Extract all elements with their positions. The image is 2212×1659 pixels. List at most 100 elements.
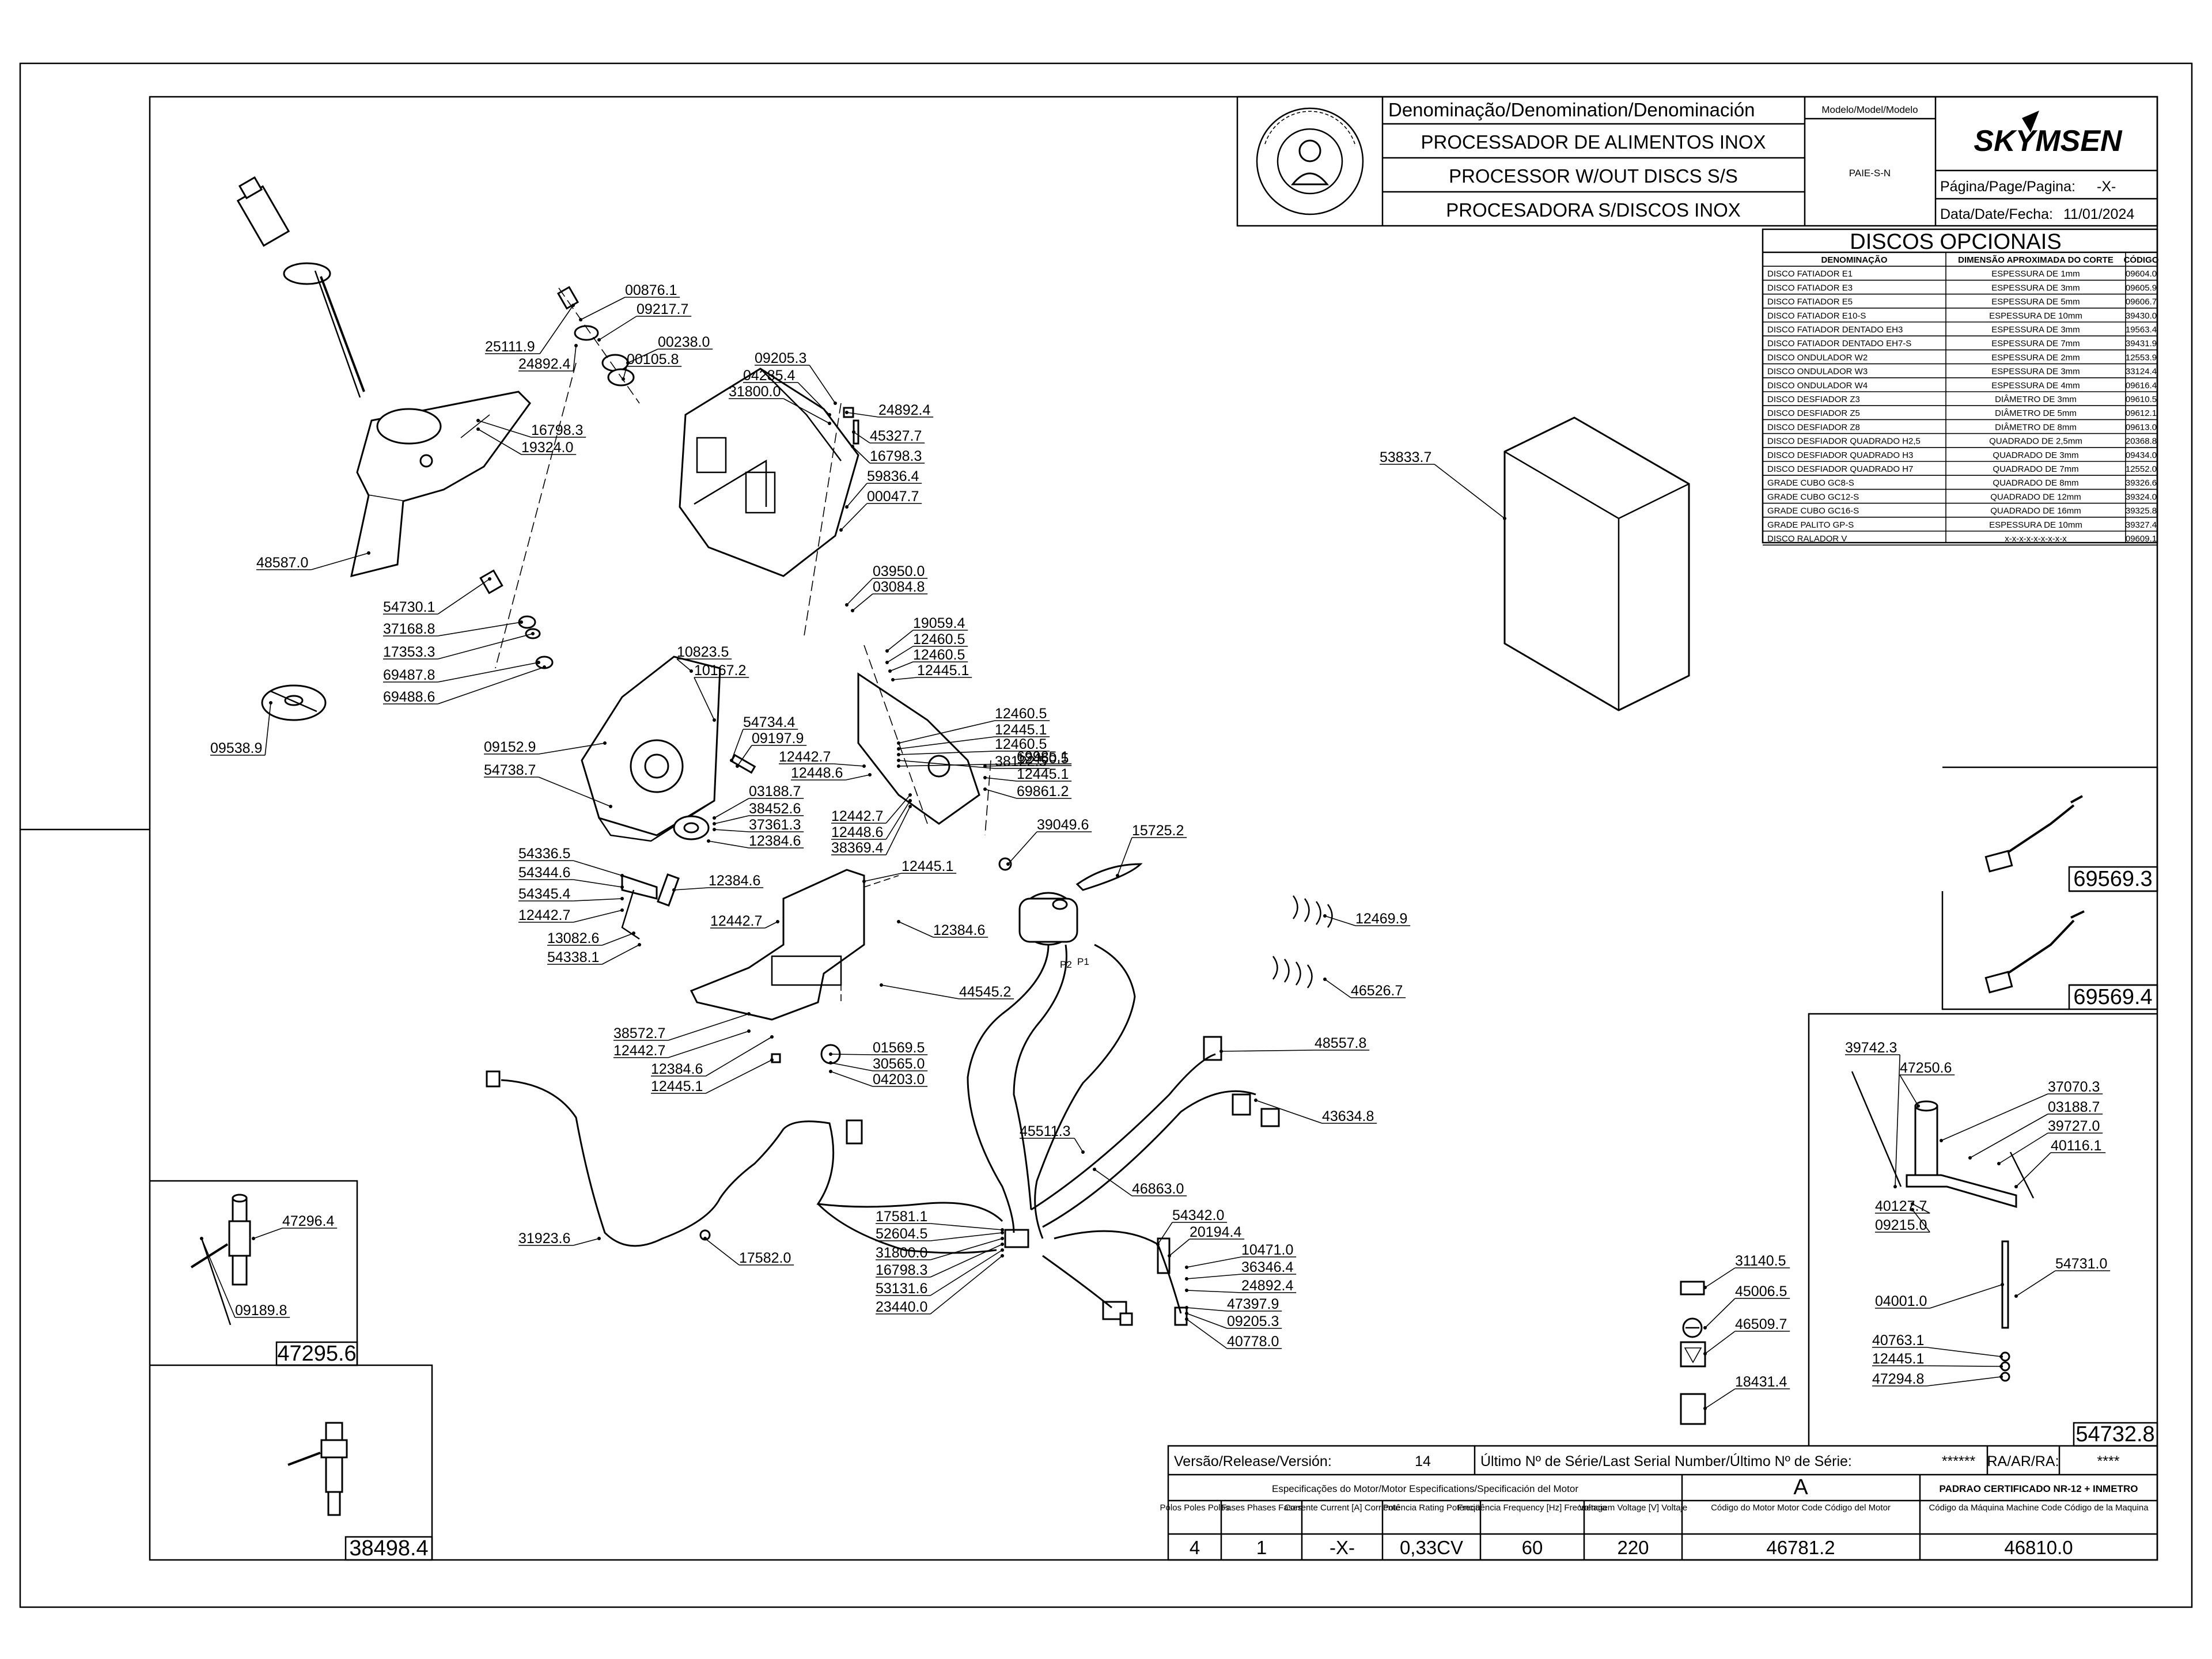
callout-dot xyxy=(747,1029,751,1033)
callout-dot xyxy=(736,764,739,768)
part-number-label: 53833.7 xyxy=(1380,449,1431,465)
callout-leader xyxy=(885,800,911,840)
part-callout: 12442.7 xyxy=(831,793,912,824)
callout-dot xyxy=(1185,1266,1188,1269)
callout-dot xyxy=(829,1052,832,1056)
part-callout: 09217.7 xyxy=(597,301,692,342)
callout-dot xyxy=(1116,874,1119,877)
part-callout: 38122.5 xyxy=(897,753,1050,770)
part-callout: 47296.4 xyxy=(252,1213,338,1240)
callout-dot xyxy=(845,411,849,414)
ra-label: RA/AR/RA: xyxy=(1987,1453,2059,1469)
part-number-label: 47250.6 xyxy=(1900,1060,1952,1076)
callout-dot xyxy=(1168,1254,1171,1257)
part-number-label: 01569.5 xyxy=(873,1040,925,1056)
part-number-label: 69861.2 xyxy=(1017,783,1069,800)
part-callout: 09152.9 xyxy=(484,739,607,755)
disc-header-2: CÓDIGO xyxy=(2124,255,2159,265)
callout-leader xyxy=(846,578,873,605)
part-callout: 69861.2 xyxy=(983,783,1072,800)
callout-dot xyxy=(597,338,601,342)
callout-leader xyxy=(863,873,902,882)
part-callout: 48557.8 xyxy=(1219,1035,1370,1053)
callout-dot xyxy=(622,377,625,381)
callout-leader xyxy=(1186,1256,1242,1268)
part-callout: 09215.0 xyxy=(1875,1208,1930,1233)
callout-leader xyxy=(705,1059,772,1094)
part-callout: 17581.1 xyxy=(876,1209,1004,1232)
callout-leader xyxy=(538,777,611,807)
part-callout: 10823.5 xyxy=(676,644,732,673)
callout-dot xyxy=(897,759,900,762)
part-callout: 01569.5 xyxy=(829,1040,928,1056)
callout-leader xyxy=(714,829,749,832)
part-callout: 54336.5 xyxy=(518,846,624,877)
page-value: -X- xyxy=(2097,179,2116,195)
part-callout: 52604.5 xyxy=(876,1226,1004,1242)
callout-leader xyxy=(1899,1074,1919,1107)
disc-dimension: QUADRADO DE 8mm xyxy=(1993,478,2078,488)
part-callouts: 00876.109217.725111.924892.400238.000105… xyxy=(200,282,2111,1410)
callout-leader xyxy=(930,1244,1003,1278)
callout-leader xyxy=(892,677,918,680)
callout-leader xyxy=(1186,1319,1228,1349)
part-number-label: 16798.3 xyxy=(870,448,922,464)
callout-dot xyxy=(713,828,716,831)
callout-dot xyxy=(868,773,872,777)
part-number-label: 54730.1 xyxy=(383,599,435,615)
part-number-label: 09205.3 xyxy=(755,350,806,366)
part-number-label: 12469.9 xyxy=(1355,911,1407,927)
part-callout: 04285.4 xyxy=(743,368,831,416)
part-number-label: 12445.1 xyxy=(651,1078,703,1094)
part-number-label: 04285.4 xyxy=(743,368,795,384)
brand-logo: SKYMSEN xyxy=(1974,124,2123,158)
callout-leader xyxy=(708,840,749,849)
callout-leader xyxy=(2016,1152,2051,1187)
voltagem-value: 220 xyxy=(1617,1537,1649,1558)
callout-dot xyxy=(1323,978,1327,981)
callout-leader xyxy=(840,503,868,531)
callout-leader xyxy=(573,910,623,923)
part-number-label: 12460.5 xyxy=(1017,751,1069,767)
callout-leader xyxy=(705,1036,772,1077)
part-number-label: 40778.0 xyxy=(1227,1334,1279,1350)
part-number-label: 15725.2 xyxy=(1132,823,1184,839)
callout-dot xyxy=(1703,1407,1707,1410)
part-number-label: 52604.5 xyxy=(876,1226,927,1242)
outer-frame xyxy=(19,62,2193,1608)
part-callout: 54734.4 xyxy=(730,714,798,762)
disc-name: DISCO FATIADOR E3 xyxy=(1767,283,1853,293)
callout-leader xyxy=(830,1062,873,1071)
disc-name: DISCO DESFIADOR Z5 xyxy=(1767,408,1860,418)
part-callout: 03188.7 xyxy=(713,783,804,820)
part-number-label: 40116.1 xyxy=(2051,1138,2102,1154)
callout-dot xyxy=(1156,1243,1160,1246)
disc-code: 39431.9 xyxy=(2126,339,2157,349)
tube-assembly-code: 54732.8 xyxy=(2075,1422,2154,1446)
disc-name: DISCO FATIADOR E5 xyxy=(1767,297,1853,307)
part-number-label: 31800.0 xyxy=(876,1245,927,1261)
callout-leader xyxy=(1157,1222,1173,1245)
part-number-label: 19324.0 xyxy=(521,440,573,456)
callout-dot xyxy=(1185,1289,1188,1292)
polos-value: 4 xyxy=(1190,1537,1200,1558)
callout-leader xyxy=(1117,837,1132,876)
potencia-value: 0,33CV xyxy=(1400,1537,1463,1558)
part-callout: 54730.1 xyxy=(383,577,491,615)
cable-b-code: 69569.4 xyxy=(2073,985,2152,1009)
callout-leader xyxy=(1895,1054,1900,1187)
callout-leader xyxy=(623,366,627,380)
callout-dot xyxy=(776,920,779,923)
callout-dot xyxy=(476,419,480,422)
callout-leader xyxy=(731,729,744,761)
callout-dot xyxy=(891,678,895,681)
part-number-label: 45006.5 xyxy=(1735,1283,1787,1300)
part-number-label: 43634.8 xyxy=(1322,1108,1374,1124)
part-number-label: 12445.1 xyxy=(1017,766,1069,782)
callout-dot xyxy=(1893,1185,1897,1188)
part-number-label: 09538.9 xyxy=(210,740,262,756)
disc-code: 09606.7 xyxy=(2126,297,2157,307)
